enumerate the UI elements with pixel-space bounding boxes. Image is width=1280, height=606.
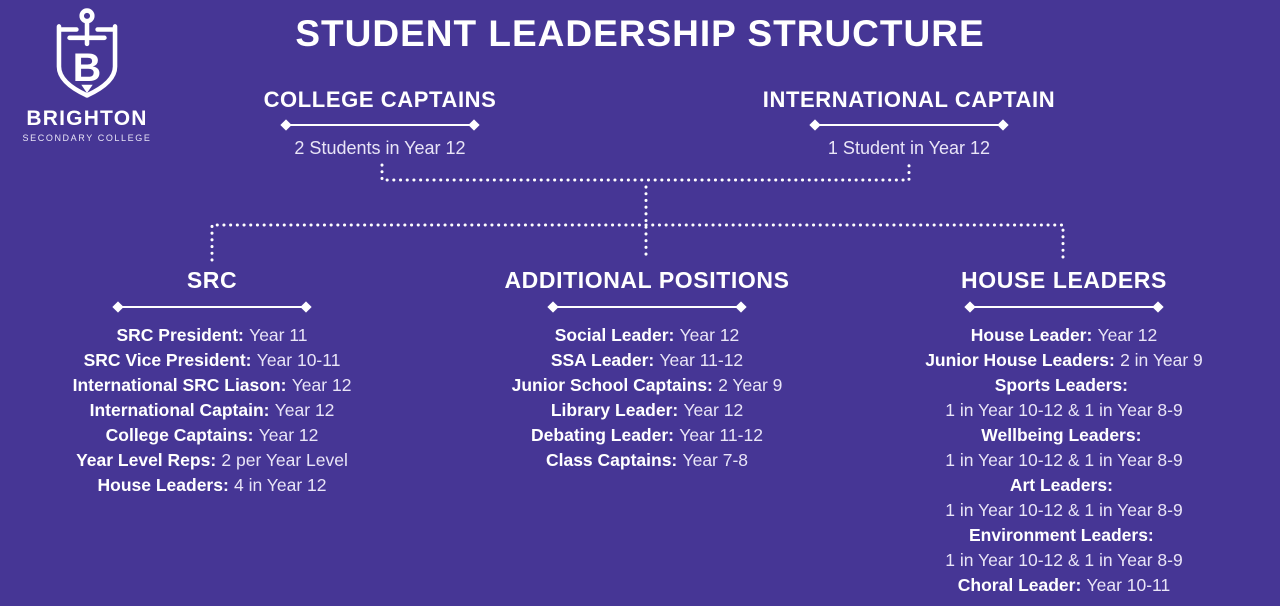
- list-item: Class Captains:Year 7-8: [545, 450, 749, 470]
- divider-rule: [287, 123, 473, 126]
- diamond-endpoint: [300, 300, 312, 313]
- divider-line: [112, 300, 312, 313]
- src-group: SRC SRC President:Year 11 SRC Vice Presi…: [30, 267, 394, 498]
- list-item: College Captains:Year 12: [105, 425, 319, 445]
- diamond-endpoint: [280, 118, 292, 131]
- list-item: 1 in Year 10-12 & 1 in Year 8-9: [945, 550, 1183, 570]
- college-captains-detail: 2 Students in Year 12: [294, 138, 466, 158]
- list-item: 1 in Year 10-12 & 1 in Year 8-9: [945, 450, 1183, 470]
- house-leaders-title: HOUSE LEADERS: [961, 267, 1167, 293]
- logo-tagline: SECONDARY COLLEGE: [22, 133, 152, 143]
- shield-anchor-icon: B: [56, 8, 118, 98]
- divider-line: [809, 118, 1009, 131]
- logo-name: BRIGHTON: [26, 107, 148, 130]
- list-item: Social Leader:Year 12: [554, 325, 740, 345]
- list-item: Junior House Leaders:2 in Year 9: [925, 350, 1203, 370]
- list-item: 1 in Year 10-12 & 1 in Year 8-9: [945, 500, 1183, 520]
- diamond-endpoint: [964, 300, 976, 313]
- list-item: SRC Vice President:Year 10-11: [83, 350, 341, 370]
- diamond-endpoint: [468, 118, 480, 131]
- diamond-endpoint: [735, 300, 747, 313]
- divider-rule: [119, 305, 305, 308]
- brighton-logo: B BRIGHTON SECONDARY COLLEGE: [12, 6, 162, 143]
- list-item: Year Level Reps:2 per Year Level: [76, 450, 348, 470]
- additional-positions-title: ADDITIONAL POSITIONS: [504, 267, 790, 293]
- divider-rule: [816, 123, 1002, 126]
- list-item: Choral Leader:Year 10-11: [957, 575, 1171, 595]
- divider-line: [547, 300, 747, 313]
- additional-positions-items: Social Leader:Year 12 SSA Leader:Year 11…: [454, 323, 840, 473]
- list-item: International SRC Liason:Year 12: [72, 375, 352, 395]
- list-item: 1 in Year 10-12 & 1 in Year 8-9: [945, 400, 1183, 420]
- divider-rule: [971, 305, 1157, 308]
- list-item: House Leaders:4 in Year 12: [97, 475, 327, 495]
- diamond-endpoint: [809, 118, 821, 131]
- logo-letter: B: [73, 46, 101, 90]
- src-items: SRC President:Year 11 SRC Vice President…: [30, 323, 394, 498]
- international-captain-title: INTERNATIONAL CAPTAIN: [762, 87, 1056, 112]
- diamond-endpoint: [1152, 300, 1164, 313]
- page-title: STUDENT LEADERSHIP STRUCTURE: [295, 13, 985, 54]
- college-captains-block: COLLEGE CAPTAINS 2 Students in Year 12: [218, 87, 542, 159]
- house-leaders-group: HOUSE LEADERS House Leader:Year 12 Junio…: [871, 267, 1257, 598]
- list-item: SSA Leader:Year 11-12: [550, 350, 744, 370]
- list-item: International Captain:Year 12: [89, 400, 335, 420]
- international-captain-block: INTERNATIONAL CAPTAIN 1 Student in Year …: [747, 87, 1071, 159]
- list-item: House Leader:Year 12: [970, 325, 1158, 345]
- diamond-endpoint: [547, 300, 559, 313]
- list-item: Junior School Captains:2 Year 9: [511, 375, 783, 395]
- list-item: Debating Leader:Year 11-12: [531, 425, 763, 445]
- diamond-endpoint: [112, 300, 124, 313]
- additional-positions-group: ADDITIONAL POSITIONS Social Leader:Year …: [454, 267, 840, 473]
- list-item: Sports Leaders:: [994, 375, 1128, 395]
- divider-rule: [554, 305, 740, 308]
- house-leaders-items: House Leader:Year 12 Junior House Leader…: [871, 323, 1257, 598]
- list-item: Wellbeing Leaders:: [981, 425, 1142, 445]
- divider-line: [964, 300, 1164, 313]
- diamond-endpoint: [997, 118, 1009, 131]
- college-captains-title: COLLEGE CAPTAINS: [263, 87, 497, 112]
- list-item: Environment Leaders:: [968, 525, 1154, 545]
- list-item: Art Leaders:: [1009, 475, 1113, 495]
- list-item: Library Leader:Year 12: [550, 400, 744, 420]
- src-title: SRC: [186, 267, 238, 293]
- divider-line: [280, 118, 480, 131]
- list-item: SRC President:Year 11: [116, 325, 308, 345]
- international-captain-detail: 1 Student in Year 12: [827, 138, 991, 158]
